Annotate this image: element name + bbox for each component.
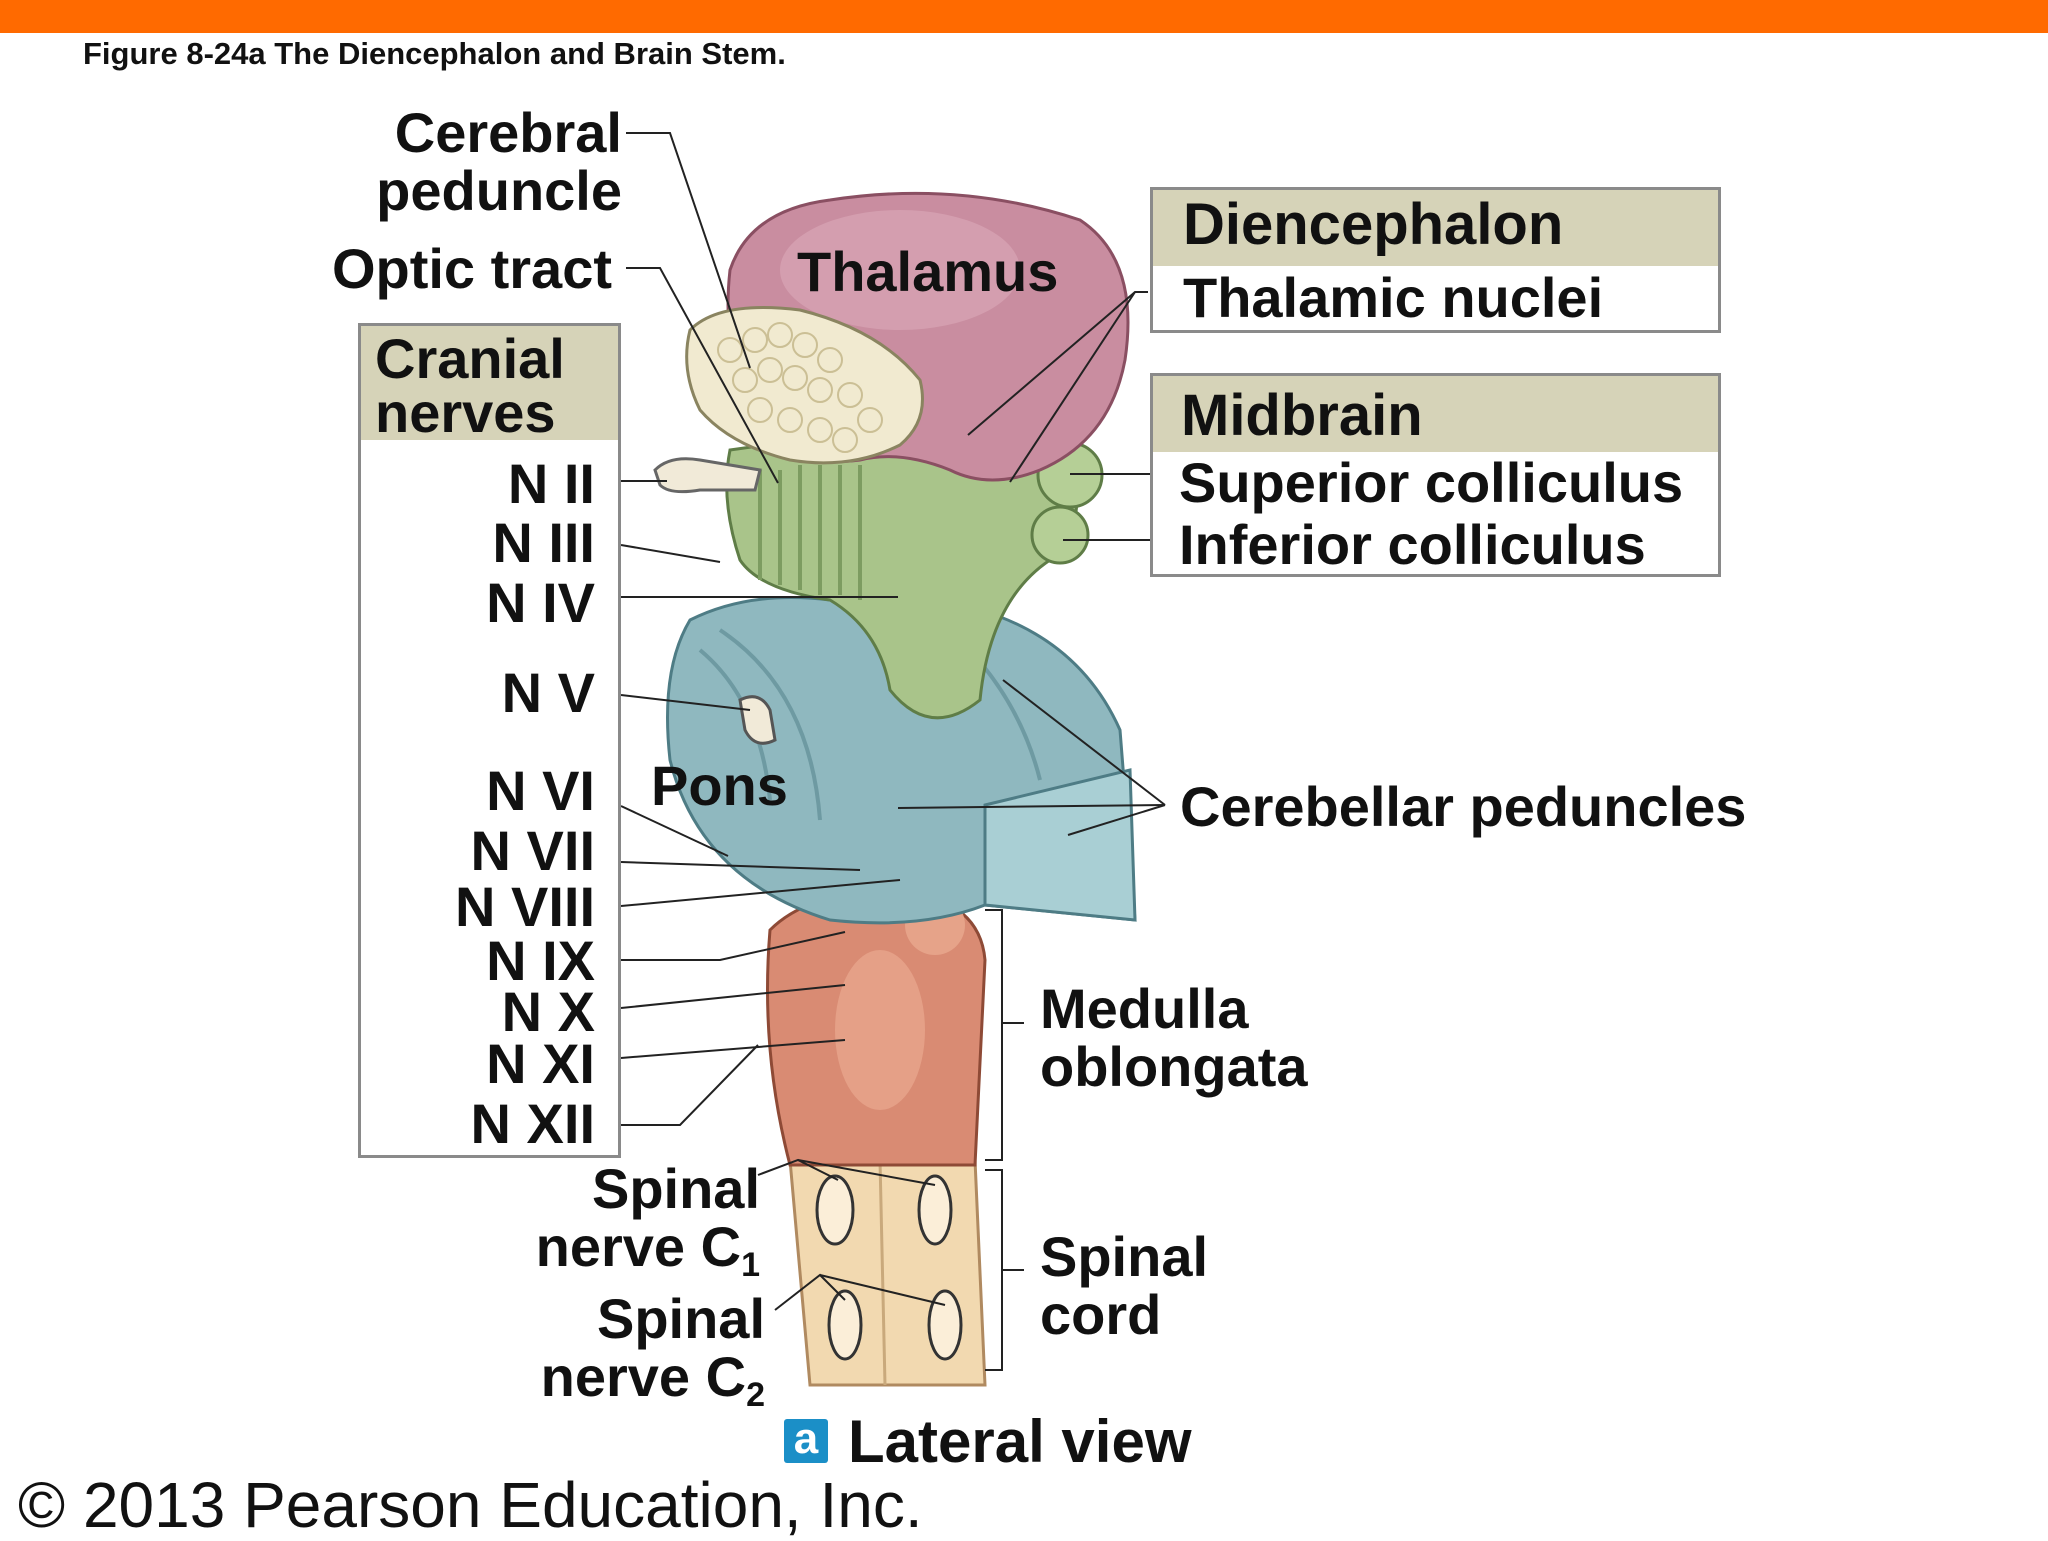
nerve-n-vi: N VI (486, 759, 595, 822)
header-bar (0, 0, 2048, 33)
optic-nerve-stump (653, 457, 762, 494)
leader-cerebral-peduncle (626, 132, 751, 369)
label-superior-colliculus: Superior colliculus (1179, 451, 1684, 514)
label-spinal-nerve-c2: Spinal nerve C2 (540, 1287, 765, 1415)
leader-nvi (620, 805, 729, 857)
trigeminal-nerve-root (738, 695, 777, 745)
nerve-n-xi: N XI (486, 1032, 595, 1095)
diencephalon-title: Diencephalon (1153, 190, 1718, 266)
nerve-n-xii: N XII (470, 1092, 595, 1155)
leader-niii (620, 544, 721, 563)
leader-optic-tract (626, 267, 779, 484)
view-label: Lateral view (848, 1408, 1192, 1475)
leader-nviii (620, 879, 901, 907)
label-thalamus: Thalamus (797, 240, 1059, 303)
nerve-n-v: N V (501, 661, 595, 724)
nerve-n-ix: N IX (486, 929, 595, 992)
label-spinal-nerve-c1: Spinal nerve C1 (535, 1157, 760, 1285)
leader-cerebellar-2 (897, 804, 1166, 809)
label-medulla-oblongata: Medulla oblongata (1040, 977, 1308, 1098)
spinal-nerve-c2-root-2 (927, 1289, 963, 1361)
leader-cerebellar-1 (1002, 679, 1166, 806)
diencephalon-box: Diencephalon Thalamic nuclei (1150, 187, 1721, 333)
midbrain-box: Midbrain Superior colliculus Inferior co… (1150, 373, 1721, 577)
label-cerebellar-peduncles: Cerebellar peduncles (1180, 775, 1747, 838)
label-thalamic-nuclei: Thalamic nuclei (1183, 266, 1604, 329)
leader-nxii (621, 1044, 759, 1126)
bracket-spinal-cord (985, 1169, 1003, 1371)
copyright: © 2013 Pearson Education, Inc. (18, 1469, 923, 1541)
spinal-nerve-c1-root (815, 1174, 855, 1246)
figure-title: Figure 8-24a The Diencephalon and Brain … (83, 36, 786, 71)
nerve-n-vii: N VII (470, 819, 595, 882)
view-badge: a (784, 1417, 828, 1463)
nerve-n-x: N X (501, 980, 595, 1043)
inferior-colliculus-shape (1030, 505, 1090, 565)
leader-nv (620, 694, 751, 711)
leader-thalamic-nuclei-2 (1009, 291, 1136, 483)
leader-nxi (620, 1039, 846, 1059)
bracket-medulla (985, 909, 1003, 1161)
label-cerebral-peduncle: Cerebral peduncle (376, 101, 622, 222)
nerve-n-viii: N VIII (454, 875, 595, 938)
spinal-nerve-c2-root (827, 1289, 863, 1361)
nerve-n-iv: N IV (486, 571, 595, 634)
leader-c1-b (797, 1159, 936, 1186)
cranial-nerves-box: Cranial nerves (358, 323, 621, 1158)
nerve-n-iii: N III (492, 511, 595, 574)
spinal-nerve-c1-root-2 (917, 1174, 953, 1246)
leader-cerebellar-3 (1067, 804, 1166, 836)
label-optic-tract: Optic tract (331, 237, 612, 300)
midbrain-title: Midbrain (1153, 376, 1718, 452)
label-spinal-cord: Spinal cord (1040, 1225, 1209, 1346)
label-pons: Pons (651, 754, 788, 817)
nerve-n-ii: N II (507, 452, 595, 515)
leader-nix (621, 931, 846, 961)
leader-c2-b (819, 1274, 946, 1306)
label-inferior-colliculus: Inferior colliculus (1179, 513, 1646, 576)
cranial-nerves-title: Cranial nerves (361, 326, 618, 441)
leader-nvii (620, 861, 861, 871)
leader-nx (620, 984, 846, 1009)
